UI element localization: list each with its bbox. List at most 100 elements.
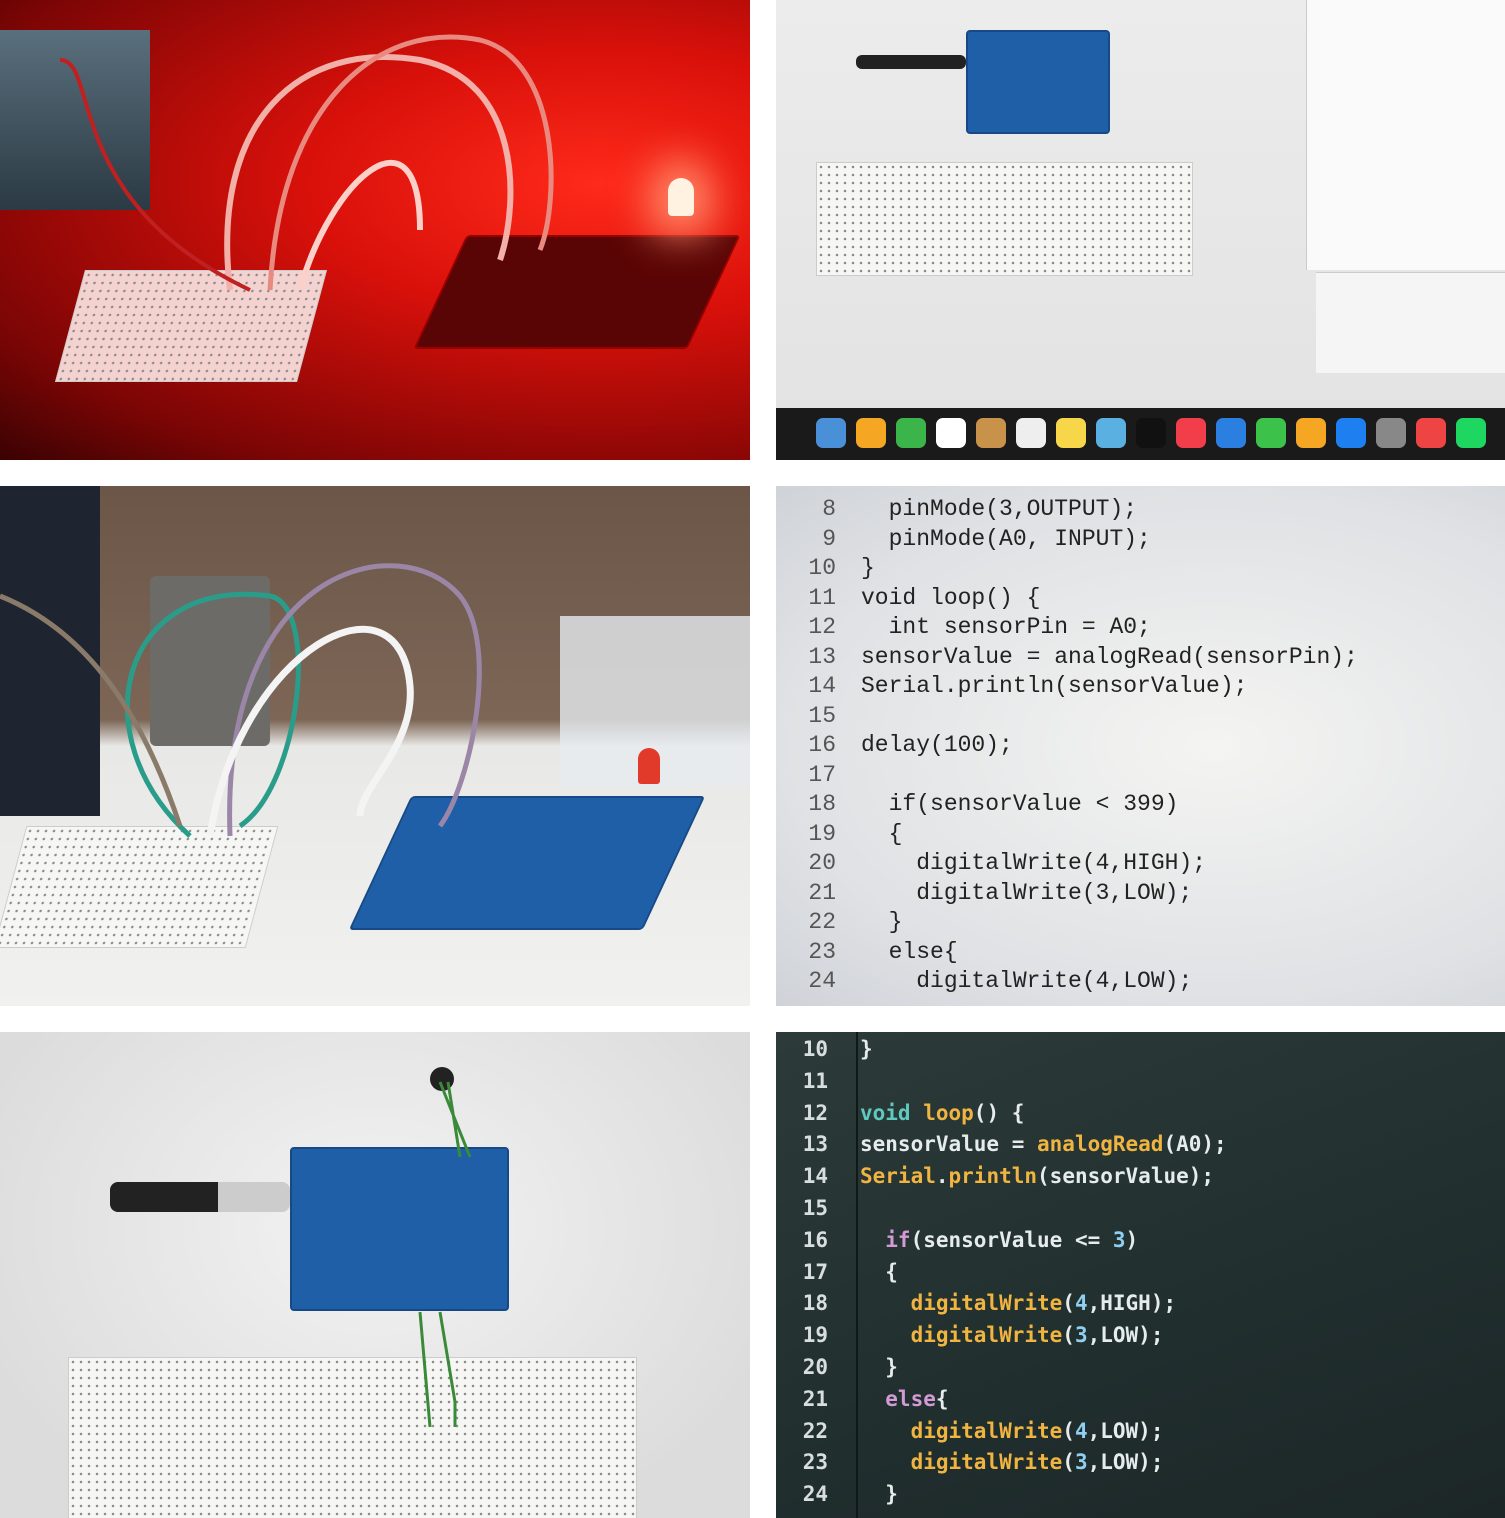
photo-simulator-circuit xyxy=(0,1032,750,1518)
code-token: else xyxy=(860,1386,936,1411)
line-number: 19 xyxy=(808,820,836,847)
code-token: loop xyxy=(910,1100,974,1125)
line-number: 24 xyxy=(802,1482,828,1507)
line-number: 18 xyxy=(808,791,836,817)
photo-red-led-lit xyxy=(0,0,750,460)
code-token: } xyxy=(860,1355,898,1379)
code-line: if(sensorValue <= 3) xyxy=(860,1228,1138,1252)
editor-gutter-divider xyxy=(856,1032,858,1518)
code-line: { xyxy=(860,1260,898,1284)
usb-cable xyxy=(110,1182,290,1212)
photo-simulator-screen xyxy=(776,0,1505,460)
macos-dock xyxy=(776,408,1505,460)
line-number: 16 xyxy=(808,732,836,758)
code-token: 3 xyxy=(1074,1323,1088,1348)
code-token: ,HIGH); xyxy=(1087,1291,1177,1316)
code-line: } xyxy=(860,1037,873,1061)
code-line: else{ xyxy=(860,1386,949,1411)
code-token: . xyxy=(935,1164,949,1189)
code-line: else{ xyxy=(861,938,958,965)
code-token: 3 xyxy=(1112,1227,1126,1252)
code-token: ,LOW); xyxy=(1087,1418,1164,1443)
code-token: { xyxy=(935,1386,949,1411)
code-token: sensorValue = xyxy=(860,1132,1038,1157)
code-line: } xyxy=(860,1355,898,1379)
breadboard xyxy=(68,1357,637,1518)
line-number: 18 xyxy=(802,1291,828,1316)
line-number: 24 xyxy=(808,968,836,994)
code-token: ) xyxy=(1125,1227,1139,1252)
code-token: ( xyxy=(1062,1291,1075,1316)
line-number: 10 xyxy=(808,555,836,581)
code-line: int sensorPin = A0; xyxy=(861,614,1151,640)
line-number: 23 xyxy=(802,1450,828,1475)
led-light xyxy=(668,178,694,216)
code-line: pinMode(A0, INPUT); xyxy=(861,525,1151,552)
jumper-wires xyxy=(59,34,554,292)
line-number: 8 xyxy=(822,496,836,522)
line-number: 15 xyxy=(808,702,836,729)
line-number: 19 xyxy=(802,1323,828,1348)
code-token: ( xyxy=(1062,1418,1075,1443)
serial-monitor-panel xyxy=(1316,272,1505,373)
code-line: digitalWrite(3,LOW); xyxy=(860,1323,1164,1348)
code-line: Serial.println(sensorValue); xyxy=(860,1164,1214,1188)
code-line: sensorValue = analogRead(sensorPin); xyxy=(861,643,1358,670)
line-number: 21 xyxy=(808,879,836,906)
code-line: pinMode(3,OUTPUT); xyxy=(861,496,1138,522)
code-line: digitalWrite(4,LOW); xyxy=(860,1418,1164,1443)
laptop-screen xyxy=(0,30,150,210)
code-token: ,LOW); xyxy=(1087,1450,1164,1475)
code-line: } xyxy=(860,1482,898,1506)
code-token: Serial xyxy=(860,1164,936,1189)
code-token: ( xyxy=(1062,1450,1075,1475)
jumper-wires xyxy=(0,563,482,838)
wires xyxy=(418,1081,472,1428)
code-line: delay(100); xyxy=(861,732,1013,758)
code-line: digitalWrite(4,LOW); xyxy=(861,968,1193,994)
line-number: 20 xyxy=(802,1355,828,1379)
line-number: 22 xyxy=(808,909,836,935)
code-token: analogRead xyxy=(1037,1132,1164,1157)
code-token: if xyxy=(860,1227,911,1252)
code-editor-panel xyxy=(1306,0,1505,270)
line-number: 15 xyxy=(802,1196,828,1220)
photo-led-off xyxy=(0,486,750,1006)
code-token: digitalWrite xyxy=(860,1418,1063,1443)
arduino-board xyxy=(966,30,1110,134)
code-token: 4 xyxy=(1074,1291,1088,1316)
code-line: if(sensorValue < 399) xyxy=(861,791,1179,817)
code-token: () { xyxy=(973,1100,1025,1125)
line-number: 10 xyxy=(802,1037,828,1061)
code-token: ,LOW); xyxy=(1087,1323,1164,1348)
code-token: void xyxy=(860,1100,911,1125)
code-token: { xyxy=(860,1259,898,1284)
code-token: digitalWrite xyxy=(860,1291,1063,1316)
line-number: 14 xyxy=(802,1164,828,1189)
code-line: void loop() { xyxy=(860,1101,1024,1125)
code-line: } xyxy=(861,909,903,935)
line-number: 22 xyxy=(802,1418,828,1443)
line-number: 17 xyxy=(808,761,836,788)
code-token: 4 xyxy=(1074,1418,1088,1443)
line-number: 16 xyxy=(802,1227,828,1252)
code-line: { xyxy=(861,820,903,847)
code-photo-light: 8 pinMode(3,OUTPUT); 9 pinMode(A0, INPUT)… xyxy=(776,486,1505,1006)
line-number: 20 xyxy=(808,850,836,876)
line-number: 9 xyxy=(822,525,836,552)
line-number: 11 xyxy=(808,584,836,611)
code-line: digitalWrite(4,HIGH); xyxy=(860,1291,1177,1316)
line-number: 12 xyxy=(808,614,836,640)
code-token: } xyxy=(860,1482,898,1507)
code-token: (sensorValue); xyxy=(1037,1164,1215,1189)
line-number: 13 xyxy=(802,1132,828,1157)
code-token: (sensorValue <= xyxy=(910,1227,1113,1252)
code-line: sensorValue = analogRead(A0); xyxy=(860,1132,1227,1156)
code-token: (A0); xyxy=(1163,1132,1227,1157)
line-number: 13 xyxy=(808,643,836,670)
code-token: ( xyxy=(1062,1323,1075,1348)
code-line: digitalWrite(3,LOW); xyxy=(860,1450,1164,1475)
code-token: println xyxy=(948,1164,1038,1189)
arduino-board xyxy=(290,1147,509,1311)
